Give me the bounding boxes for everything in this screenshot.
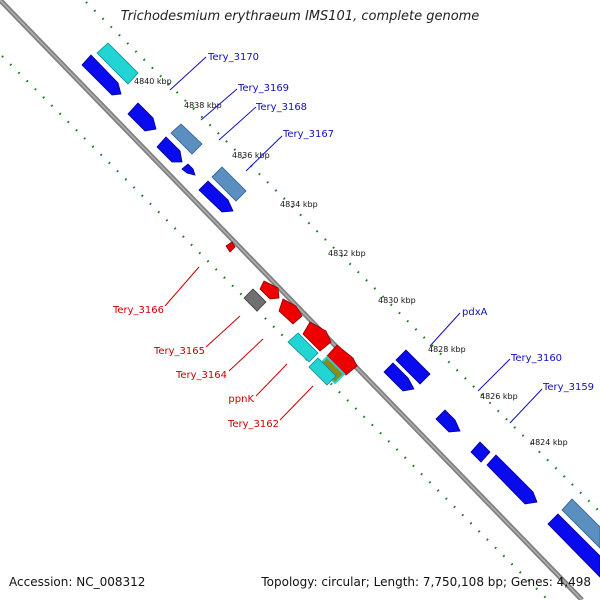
outer-tick-track <box>85 1 600 513</box>
kbp-label: 4830 kbp <box>378 296 416 305</box>
gene-label: Tery_3169 <box>237 83 289 94</box>
gene-arrow-tery-3159 <box>470 441 491 463</box>
gene-arrow-tery-3167 <box>211 166 247 202</box>
kbp-label: 4838 kbp <box>184 101 222 110</box>
genome-stats-label: Topology: circular; Length: 7,750,108 bp… <box>261 575 591 589</box>
inner-tick-track <box>1 55 549 600</box>
gene-arrow-tery-3170 <box>96 42 139 85</box>
gene-arrow-tery-3168 <box>170 123 203 155</box>
gene-label: Tery_3167 <box>282 129 334 140</box>
kbp-axis: 4840 kbp 4838 kbp 4836 kbp 4834 kbp 4832… <box>134 77 568 447</box>
gene-label: ppnK <box>228 394 254 405</box>
gene-arrow-tery-3166 <box>225 241 236 253</box>
gene-label: Tery_3164 <box>175 370 227 381</box>
gene-arrow-pdxa-cds <box>383 362 415 392</box>
gene-label: Tery_3159 <box>542 382 594 393</box>
gene-arrow-tery-3159-cds <box>486 454 538 505</box>
gene-arrow-tery-3162-cyan <box>308 357 337 386</box>
gene-arrow-ppnk-2 <box>326 344 358 376</box>
kbp-label: 4826 kbp <box>480 392 518 401</box>
gene-arrow-tery-3165-cds <box>259 280 280 300</box>
gene-label: pdxA <box>462 307 488 318</box>
gene-arrow-tery-3162 <box>287 332 319 363</box>
gene-arrow-pdxa <box>395 349 431 385</box>
gene-label: Tery_3165 <box>153 346 205 357</box>
kbp-label: 4824 kbp <box>530 438 568 447</box>
kbp-label: 4832 kbp <box>328 249 366 258</box>
gene-label: Tery_3160 <box>510 353 562 364</box>
gene-labels: Tery_3170 Tery_3169 Tery_3168 Tery_3167 … <box>112 52 594 430</box>
accession-label: Accession: NC_008312 <box>9 575 146 589</box>
map-title: Trichodesmium erythraeum IMS101, complet… <box>120 9 480 24</box>
kbp-label: 4834 kbp <box>280 200 318 209</box>
gene-label: Tery_3166 <box>112 305 164 316</box>
gene-arrow-corner-rna <box>561 498 600 549</box>
kbp-label: 4836 kbp <box>232 151 270 160</box>
gene-label: Tery_3168 <box>255 102 307 113</box>
label-connectors <box>164 56 543 424</box>
gene-arrow-tery-3165 <box>243 288 267 312</box>
reverse-genes <box>225 241 358 386</box>
forward-genes <box>81 42 600 578</box>
gene-label: Tery_3170 <box>207 52 259 63</box>
gene-arrow-tery-3164 <box>278 298 303 325</box>
gene-arrow-small <box>181 163 196 176</box>
gene-arrow-tery-3169 <box>127 102 157 132</box>
gene-arrow-corner-cds <box>547 513 600 578</box>
gene-arrow-tery-3170-cds <box>81 54 122 96</box>
gene-arrow-tery-3160 <box>435 409 461 433</box>
kbp-label: 4828 kbp <box>428 345 466 354</box>
kbp-label: 4840 kbp <box>134 77 172 86</box>
gene-arrow-ppnk <box>302 321 332 352</box>
gene-arrow-tery-3167-cds <box>198 180 234 213</box>
gene-arrow-tery-3168-cds <box>156 136 183 163</box>
gene-label: Tery_3162 <box>227 419 279 430</box>
genome-backbone-inner <box>0 0 583 600</box>
